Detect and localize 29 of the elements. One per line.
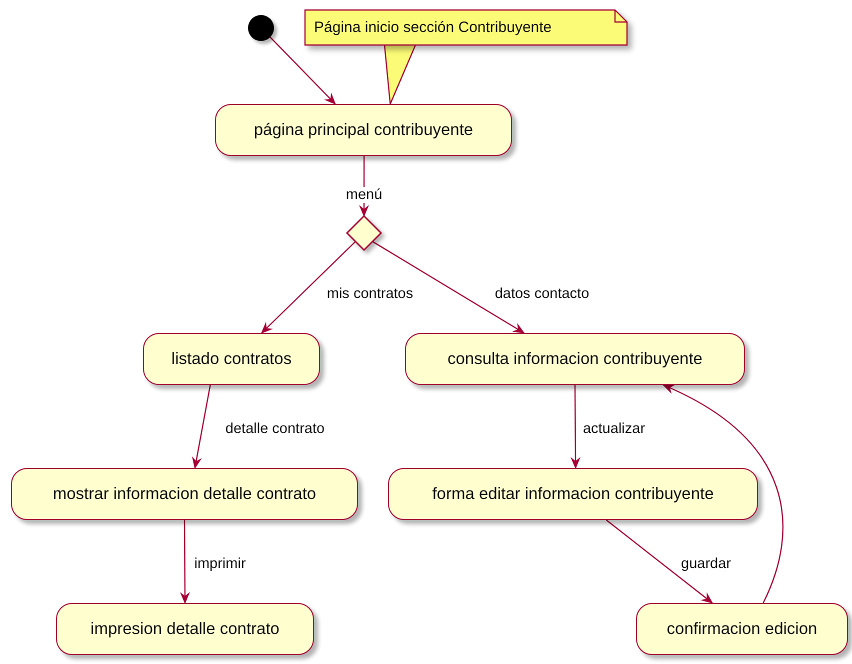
arrow bbox=[570, 385, 580, 469]
activity-label: página principal contribuyente bbox=[254, 120, 474, 140]
arrow bbox=[372, 240, 525, 334]
edge-label: imprimir bbox=[192, 556, 248, 572]
arrow bbox=[270, 36, 336, 105]
activity-box bbox=[11, 468, 358, 520]
activity-box bbox=[143, 333, 320, 385]
arrow bbox=[180, 520, 190, 604]
activity-label: forma editar informacion contribuyente bbox=[432, 484, 714, 504]
activity-label: impresion detalle contrato bbox=[90, 620, 280, 638]
edge-label: guardar bbox=[679, 556, 733, 572]
activity-label: consulta informacion contribuyente bbox=[448, 350, 702, 368]
edge-label: menú bbox=[344, 187, 384, 203]
decision-diamond bbox=[346, 214, 382, 252]
activity-box bbox=[215, 104, 512, 156]
activity-box bbox=[405, 333, 745, 385]
arrow bbox=[260, 241, 356, 334]
activity-box bbox=[56, 603, 314, 655]
arrow bbox=[606, 520, 714, 604]
activity-label: confirmacion edicion bbox=[666, 620, 818, 638]
activity-box bbox=[388, 468, 758, 520]
arrow bbox=[662, 384, 784, 604]
activity-label: mostrar informacion detalle contrato bbox=[52, 484, 316, 504]
activity-label: listado contratos bbox=[171, 350, 292, 368]
arrow bbox=[192, 384, 211, 469]
note-text: Página inicio sección Contribuyente bbox=[314, 19, 552, 36]
start-node bbox=[248, 15, 274, 41]
note-connector bbox=[384, 44, 416, 105]
activity-box bbox=[636, 603, 848, 655]
